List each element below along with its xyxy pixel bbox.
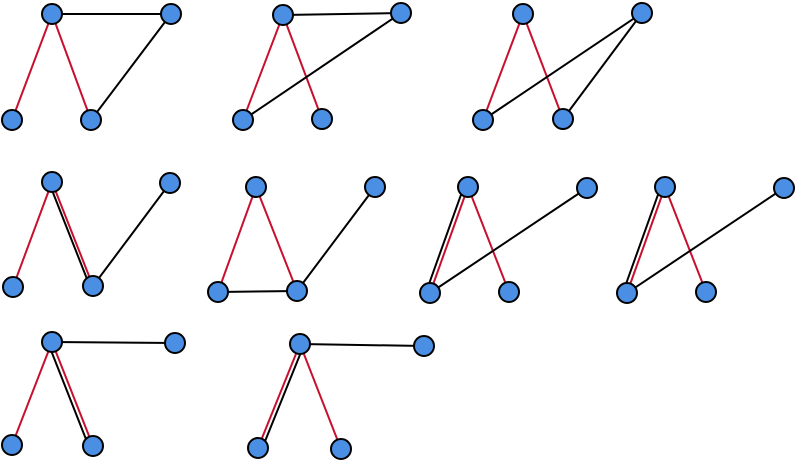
red-edge <box>522 13 564 120</box>
graph-node <box>289 333 311 355</box>
graph-node <box>159 172 181 194</box>
graph-node <box>773 177 795 199</box>
black-edge <box>90 13 172 121</box>
graph-node <box>1 434 23 456</box>
graph-node <box>1 109 23 131</box>
graph-node <box>82 275 104 297</box>
graph-node <box>245 176 267 198</box>
black-edge <box>296 186 376 292</box>
graph-node <box>207 281 229 303</box>
red-edge <box>51 181 94 287</box>
graph-node <box>2 276 24 298</box>
graph-2 <box>232 2 412 131</box>
graph-5 <box>207 176 386 303</box>
red-edge <box>299 343 342 450</box>
red-edge <box>467 186 510 293</box>
black-edge <box>242 12 402 121</box>
graph-node <box>419 282 441 304</box>
red-edge <box>282 14 323 120</box>
red-edge <box>429 186 469 294</box>
red-edge <box>51 341 94 447</box>
black-edge <box>48 182 92 289</box>
black-edge <box>299 343 425 347</box>
graph-node <box>616 282 638 304</box>
red-edge <box>664 186 707 293</box>
red-edge <box>482 13 524 121</box>
graph-6 <box>419 176 598 304</box>
black-edge <box>482 12 643 121</box>
graph-8 <box>1 331 186 457</box>
graph-node <box>286 280 308 302</box>
red-edge <box>51 13 92 121</box>
black-edge <box>47 342 91 449</box>
black-edge <box>425 184 466 293</box>
black-edge <box>51 341 176 344</box>
graph-node <box>512 3 534 25</box>
graph-7 <box>616 176 795 304</box>
graph-node <box>80 109 102 131</box>
graph-node <box>695 281 717 303</box>
graph-node <box>457 176 479 198</box>
graph-node <box>330 438 352 460</box>
black-edge <box>429 187 588 294</box>
black-edge <box>260 344 305 451</box>
graph-node <box>552 108 574 130</box>
red-edge <box>626 186 666 294</box>
red-edge <box>257 343 301 449</box>
graph-node <box>232 109 254 131</box>
red-edge <box>11 341 53 446</box>
graph-node <box>41 331 63 353</box>
graph-node <box>576 177 598 199</box>
black-edge <box>282 12 402 16</box>
graph-node <box>631 2 653 24</box>
graph-9 <box>247 333 435 460</box>
red-edge <box>11 13 53 121</box>
graph-node <box>164 332 186 354</box>
black-edge <box>217 290 298 293</box>
graph-node <box>364 176 386 198</box>
graph-node <box>160 3 182 25</box>
graph-node <box>247 437 269 459</box>
graph-node <box>41 171 63 193</box>
graph-node <box>272 4 294 26</box>
graph-node <box>413 335 435 357</box>
red-edge <box>12 181 53 288</box>
black-edge <box>622 184 663 293</box>
graph-4 <box>2 171 181 298</box>
graph-node <box>472 109 494 131</box>
red-edge <box>255 186 298 292</box>
graph-1 <box>1 3 182 131</box>
graph-node <box>390 2 412 24</box>
graph-node <box>498 281 520 303</box>
red-edge <box>217 186 257 293</box>
graph-3 <box>472 2 653 131</box>
graph-node <box>654 176 676 198</box>
black-edge <box>626 187 785 294</box>
black-edge <box>92 182 171 287</box>
black-edge <box>562 12 643 120</box>
graph-node <box>311 108 333 130</box>
graph-node <box>82 435 104 457</box>
red-edge <box>242 14 284 121</box>
graph-node <box>41 3 63 25</box>
